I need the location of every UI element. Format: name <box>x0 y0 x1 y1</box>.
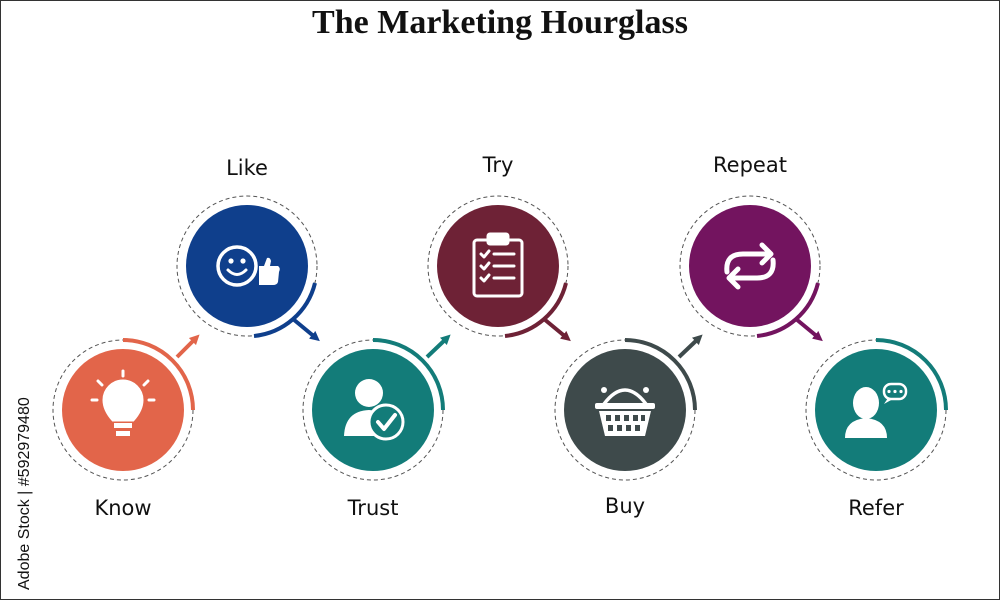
step-trust <box>302 338 445 481</box>
step-disc <box>186 205 308 327</box>
user-check-icon <box>344 379 405 441</box>
step-progress-arc <box>756 282 820 338</box>
step-ring <box>679 195 821 337</box>
step-progress-arc <box>372 338 445 411</box>
connector-arrow-repeat-refer <box>794 317 823 342</box>
connector-arrow-buy-repeat <box>677 334 703 359</box>
repeat-arrows-icon <box>724 242 776 290</box>
step-progress-arc <box>122 338 195 411</box>
step-disc <box>564 349 686 471</box>
step-label-know: Know <box>94 496 152 520</box>
step-label-like: Like <box>226 156 268 180</box>
step-label-try: Try <box>482 153 514 177</box>
step-progress-arc <box>624 338 697 411</box>
step-like <box>176 195 318 338</box>
connector-arrow-trust-try <box>425 334 451 359</box>
step-ring <box>427 195 569 337</box>
step-progress-arc <box>253 282 317 338</box>
step-label-trust: Trust <box>347 496 399 520</box>
user-chat-icon <box>845 382 908 438</box>
step-label-buy: Buy <box>604 494 646 518</box>
diagram-title: The Marketing Hourglass <box>312 4 688 41</box>
connector-arrow-know-like <box>175 334 200 359</box>
lightbulb-icon <box>90 369 156 436</box>
step-progress-arc <box>504 282 568 338</box>
thumbs-up-smiley-icon <box>216 245 280 287</box>
step-label-repeat: Repeat <box>713 153 787 177</box>
step-refer <box>805 338 948 481</box>
step-repeat <box>679 195 821 338</box>
step-disc <box>689 205 811 327</box>
clipboard-checklist-icon <box>472 232 524 298</box>
step-ring <box>176 195 318 337</box>
connector-arrow-try-buy <box>542 317 571 342</box>
step-try <box>427 195 569 338</box>
connector-arrow-like-trust <box>291 317 320 342</box>
step-label-refer: Refer <box>848 496 904 520</box>
step-progress-arc <box>875 338 948 411</box>
stock-watermark: Adobe Stock | #592979480 <box>16 397 33 590</box>
step-know <box>52 338 195 481</box>
shopping-basket-icon <box>595 387 655 436</box>
step-buy <box>554 338 697 481</box>
